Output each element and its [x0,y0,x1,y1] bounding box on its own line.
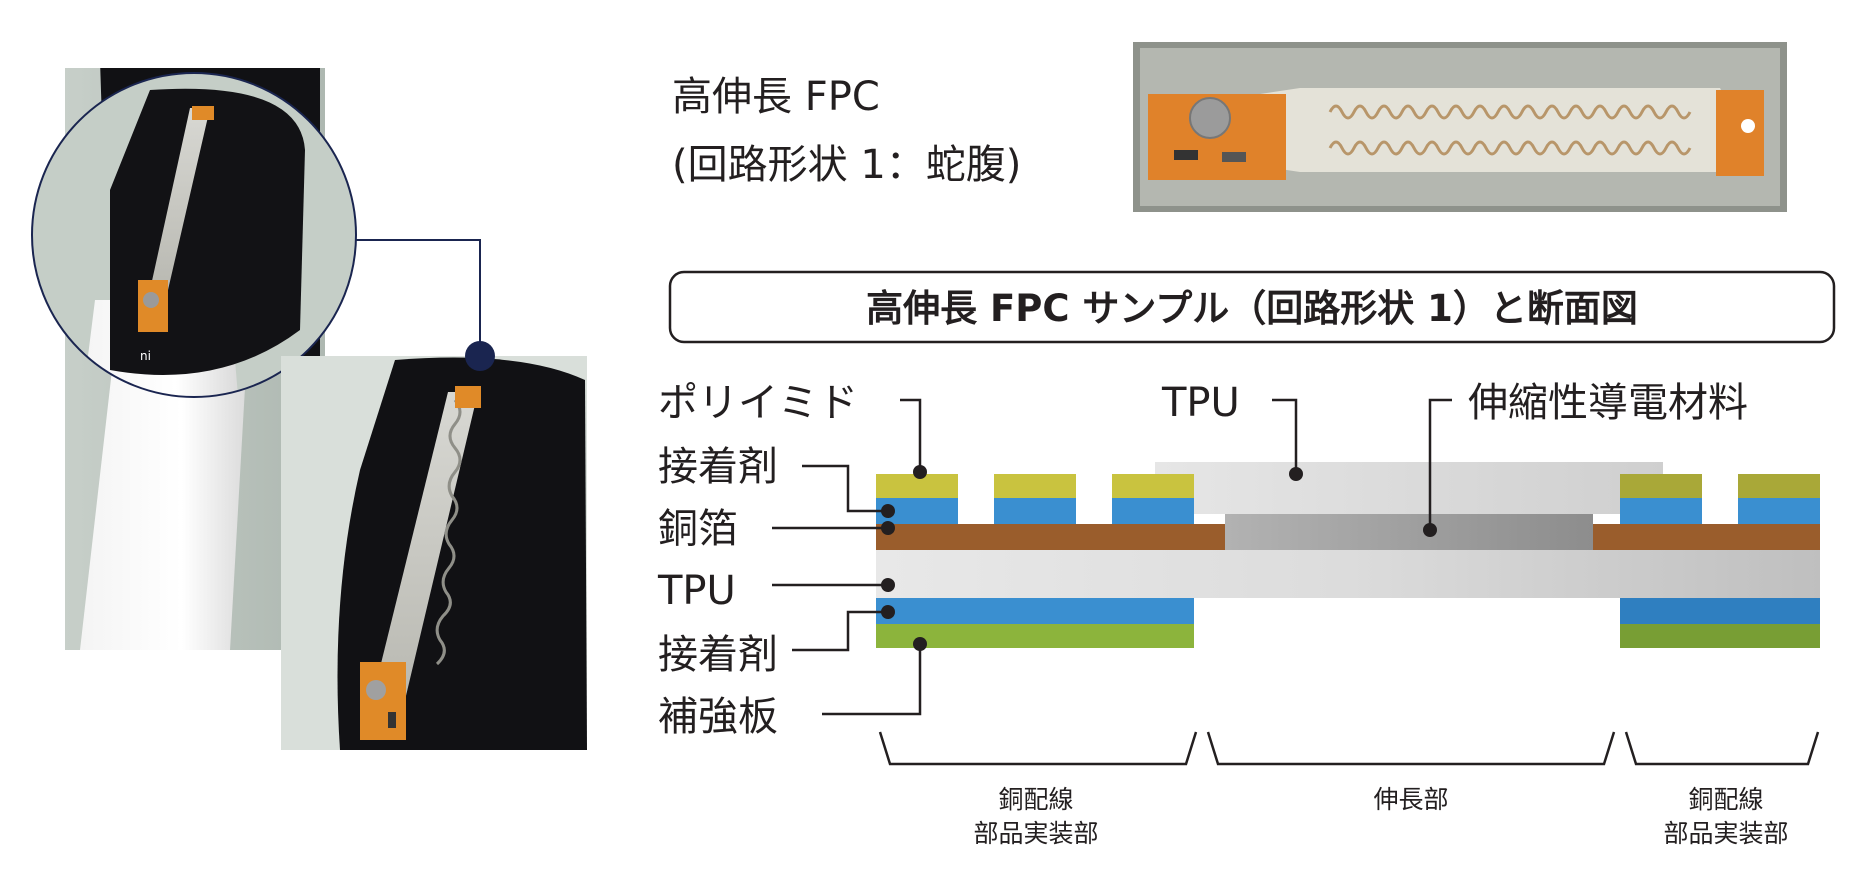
adhesive-top-5 [1738,498,1820,524]
layer-copper-right [1593,524,1820,550]
polyimide-3 [1112,474,1194,498]
section-3-line-1: 銅配線 [1688,785,1763,814]
knee-logo-mark: ni [140,349,151,363]
leader-lines [772,398,1452,716]
label-adhesive-bottom: 接着剤 [658,632,778,678]
label-tpu-top: TPU [1161,380,1240,426]
zoom-circle-inset: ni [31,72,357,398]
knee-photo-front [281,356,587,750]
cross-section [876,462,1820,648]
layer-tpu-top [1155,462,1663,514]
left-labels: ポリイミド 接着剤 銅箔 TPU 接着剤 補強板 [657,380,858,740]
label-copper: 銅箔 [658,506,738,552]
zoom-anchor-dot [465,341,495,371]
banner-box [668,270,1836,344]
label-conductive: 伸縮性導電材料 [1468,380,1748,426]
adhesive-bottom-left [876,598,1194,624]
section-3-line-2: 部品実装部 [1663,819,1788,848]
reinforcement-right [1620,624,1820,648]
zoom-connector-line [356,239,481,356]
layer-tpu-base [876,550,1820,598]
label-polyimide: ポリイミド [658,380,858,426]
section-1-line-1: 銅配線 [998,785,1073,814]
serpentine-trace-lower [1328,140,1692,156]
adhesive-bottom-right [1620,598,1820,624]
polyimide-4 [1620,474,1702,498]
serpentine-trace-upper [1328,104,1692,120]
reinforcement-left [876,624,1194,648]
polyimide-2 [994,474,1076,498]
label-adhesive-top: 接着剤 [658,444,778,490]
title-line-1: 高伸長 FPC [672,74,880,120]
adhesive-top-2 [994,498,1076,524]
label-reinforcement: 補強板 [658,694,778,740]
adhesive-top-3 [1112,498,1194,524]
section-1-line-2: 部品実装部 [973,819,1098,848]
adhesive-top-4 [1620,498,1702,524]
section-2-line-1: 伸長部 [1373,785,1448,814]
polyimide-5 [1738,474,1820,498]
label-tpu-base: TPU [657,568,736,614]
fpc-sample-photo [1133,42,1787,212]
section-brackets [878,731,1820,766]
title-line-2: (回路形状 1：蛇腹) [672,142,1021,188]
banner-title: 高伸長 FPC サンプル（回路形状 1）と断面図 [866,287,1638,330]
layer-copper-left [876,524,1225,550]
layer-conductive [1225,514,1593,550]
leader-dots [881,465,1437,651]
